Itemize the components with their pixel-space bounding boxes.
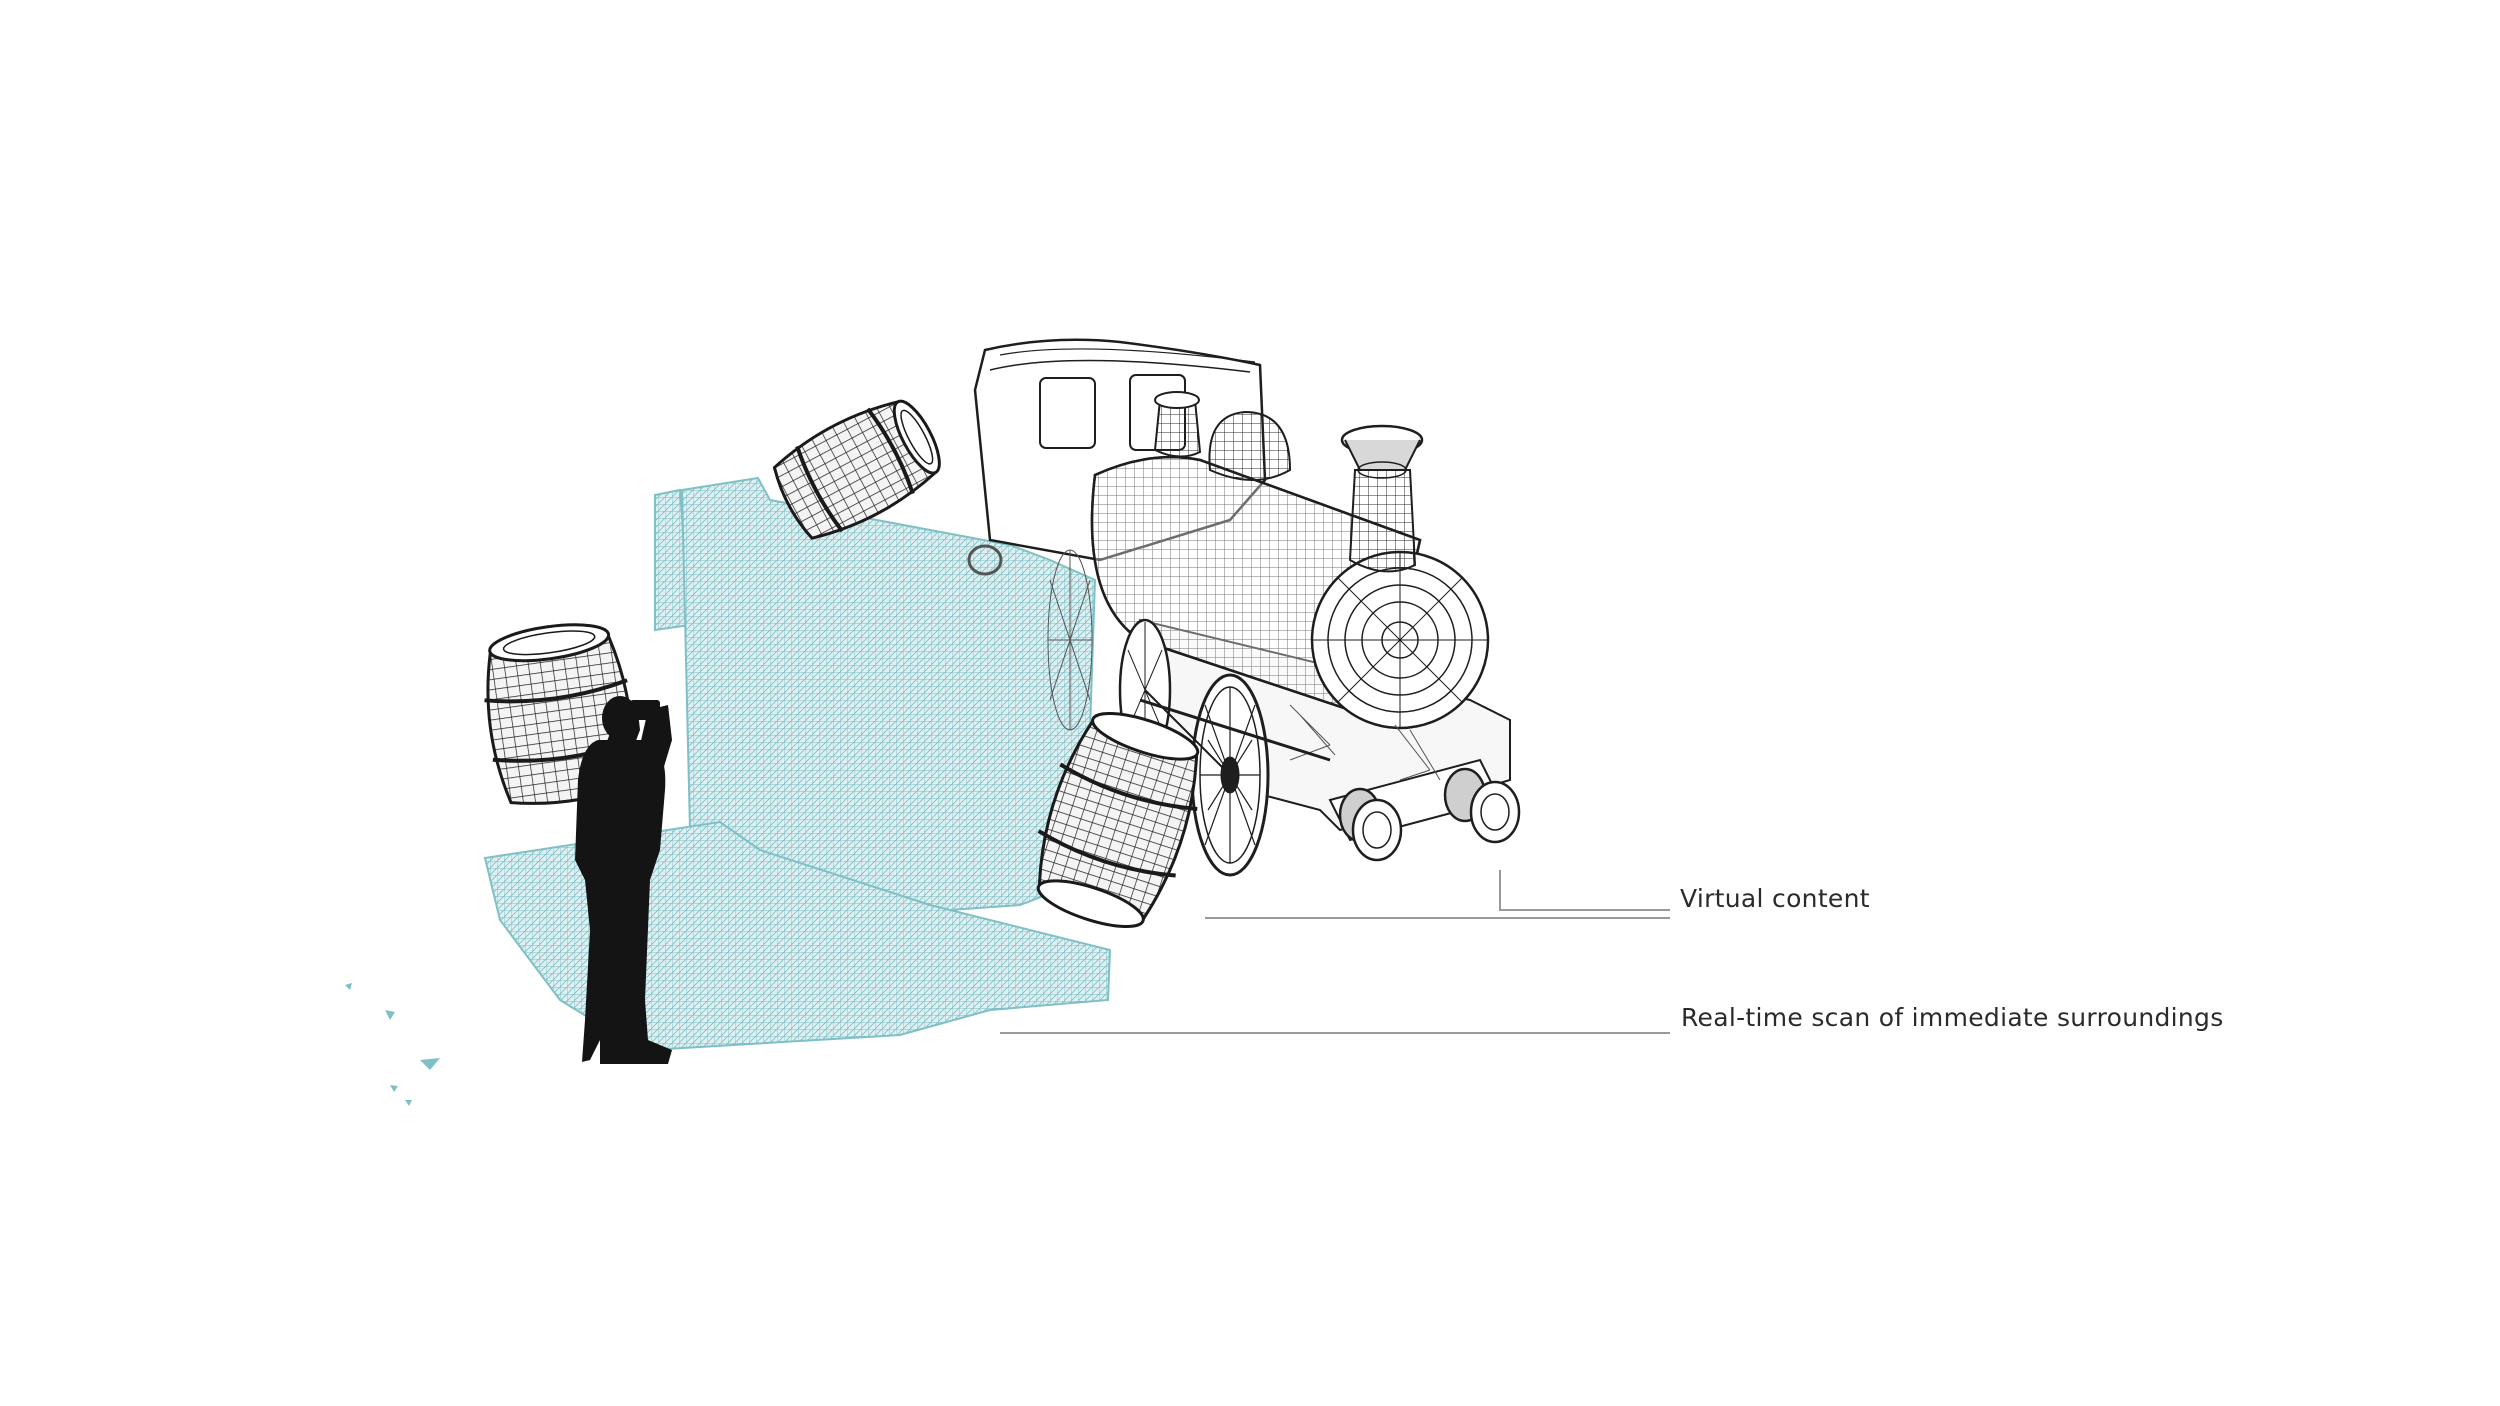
leader-line-virtual-content — [1499, 870, 1670, 911]
label-virtual-content: Virtual content — [1680, 884, 1870, 913]
wireframe-wheel-icon — [1047, 549, 1093, 731]
leader-lines — [1000, 870, 1670, 1034]
person-silhouette-icon — [575, 696, 672, 1064]
wireframe-locomotive-icon — [973, 338, 1521, 877]
label-real-time-scan: Real-time scan of immediate surroundings — [1681, 1003, 2224, 1032]
